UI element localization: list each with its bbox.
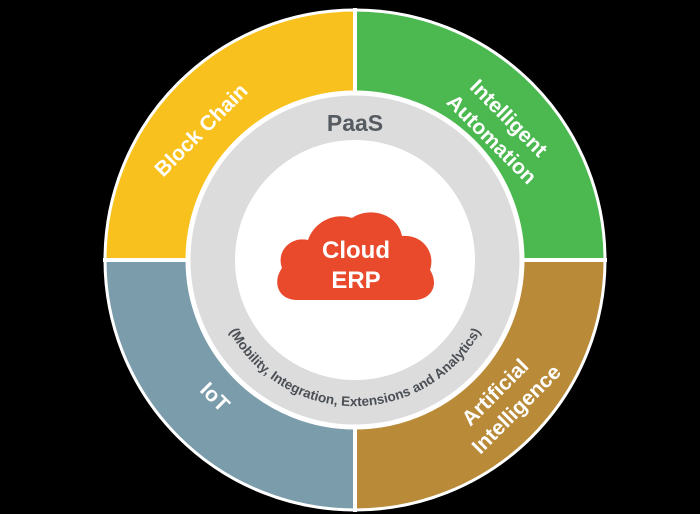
paas-title: PaaS [327, 110, 383, 136]
cloud-title-line1: Cloud [322, 237, 390, 264]
cloud-title-line2: ERP [331, 267, 380, 294]
cloud-icon [277, 212, 435, 300]
